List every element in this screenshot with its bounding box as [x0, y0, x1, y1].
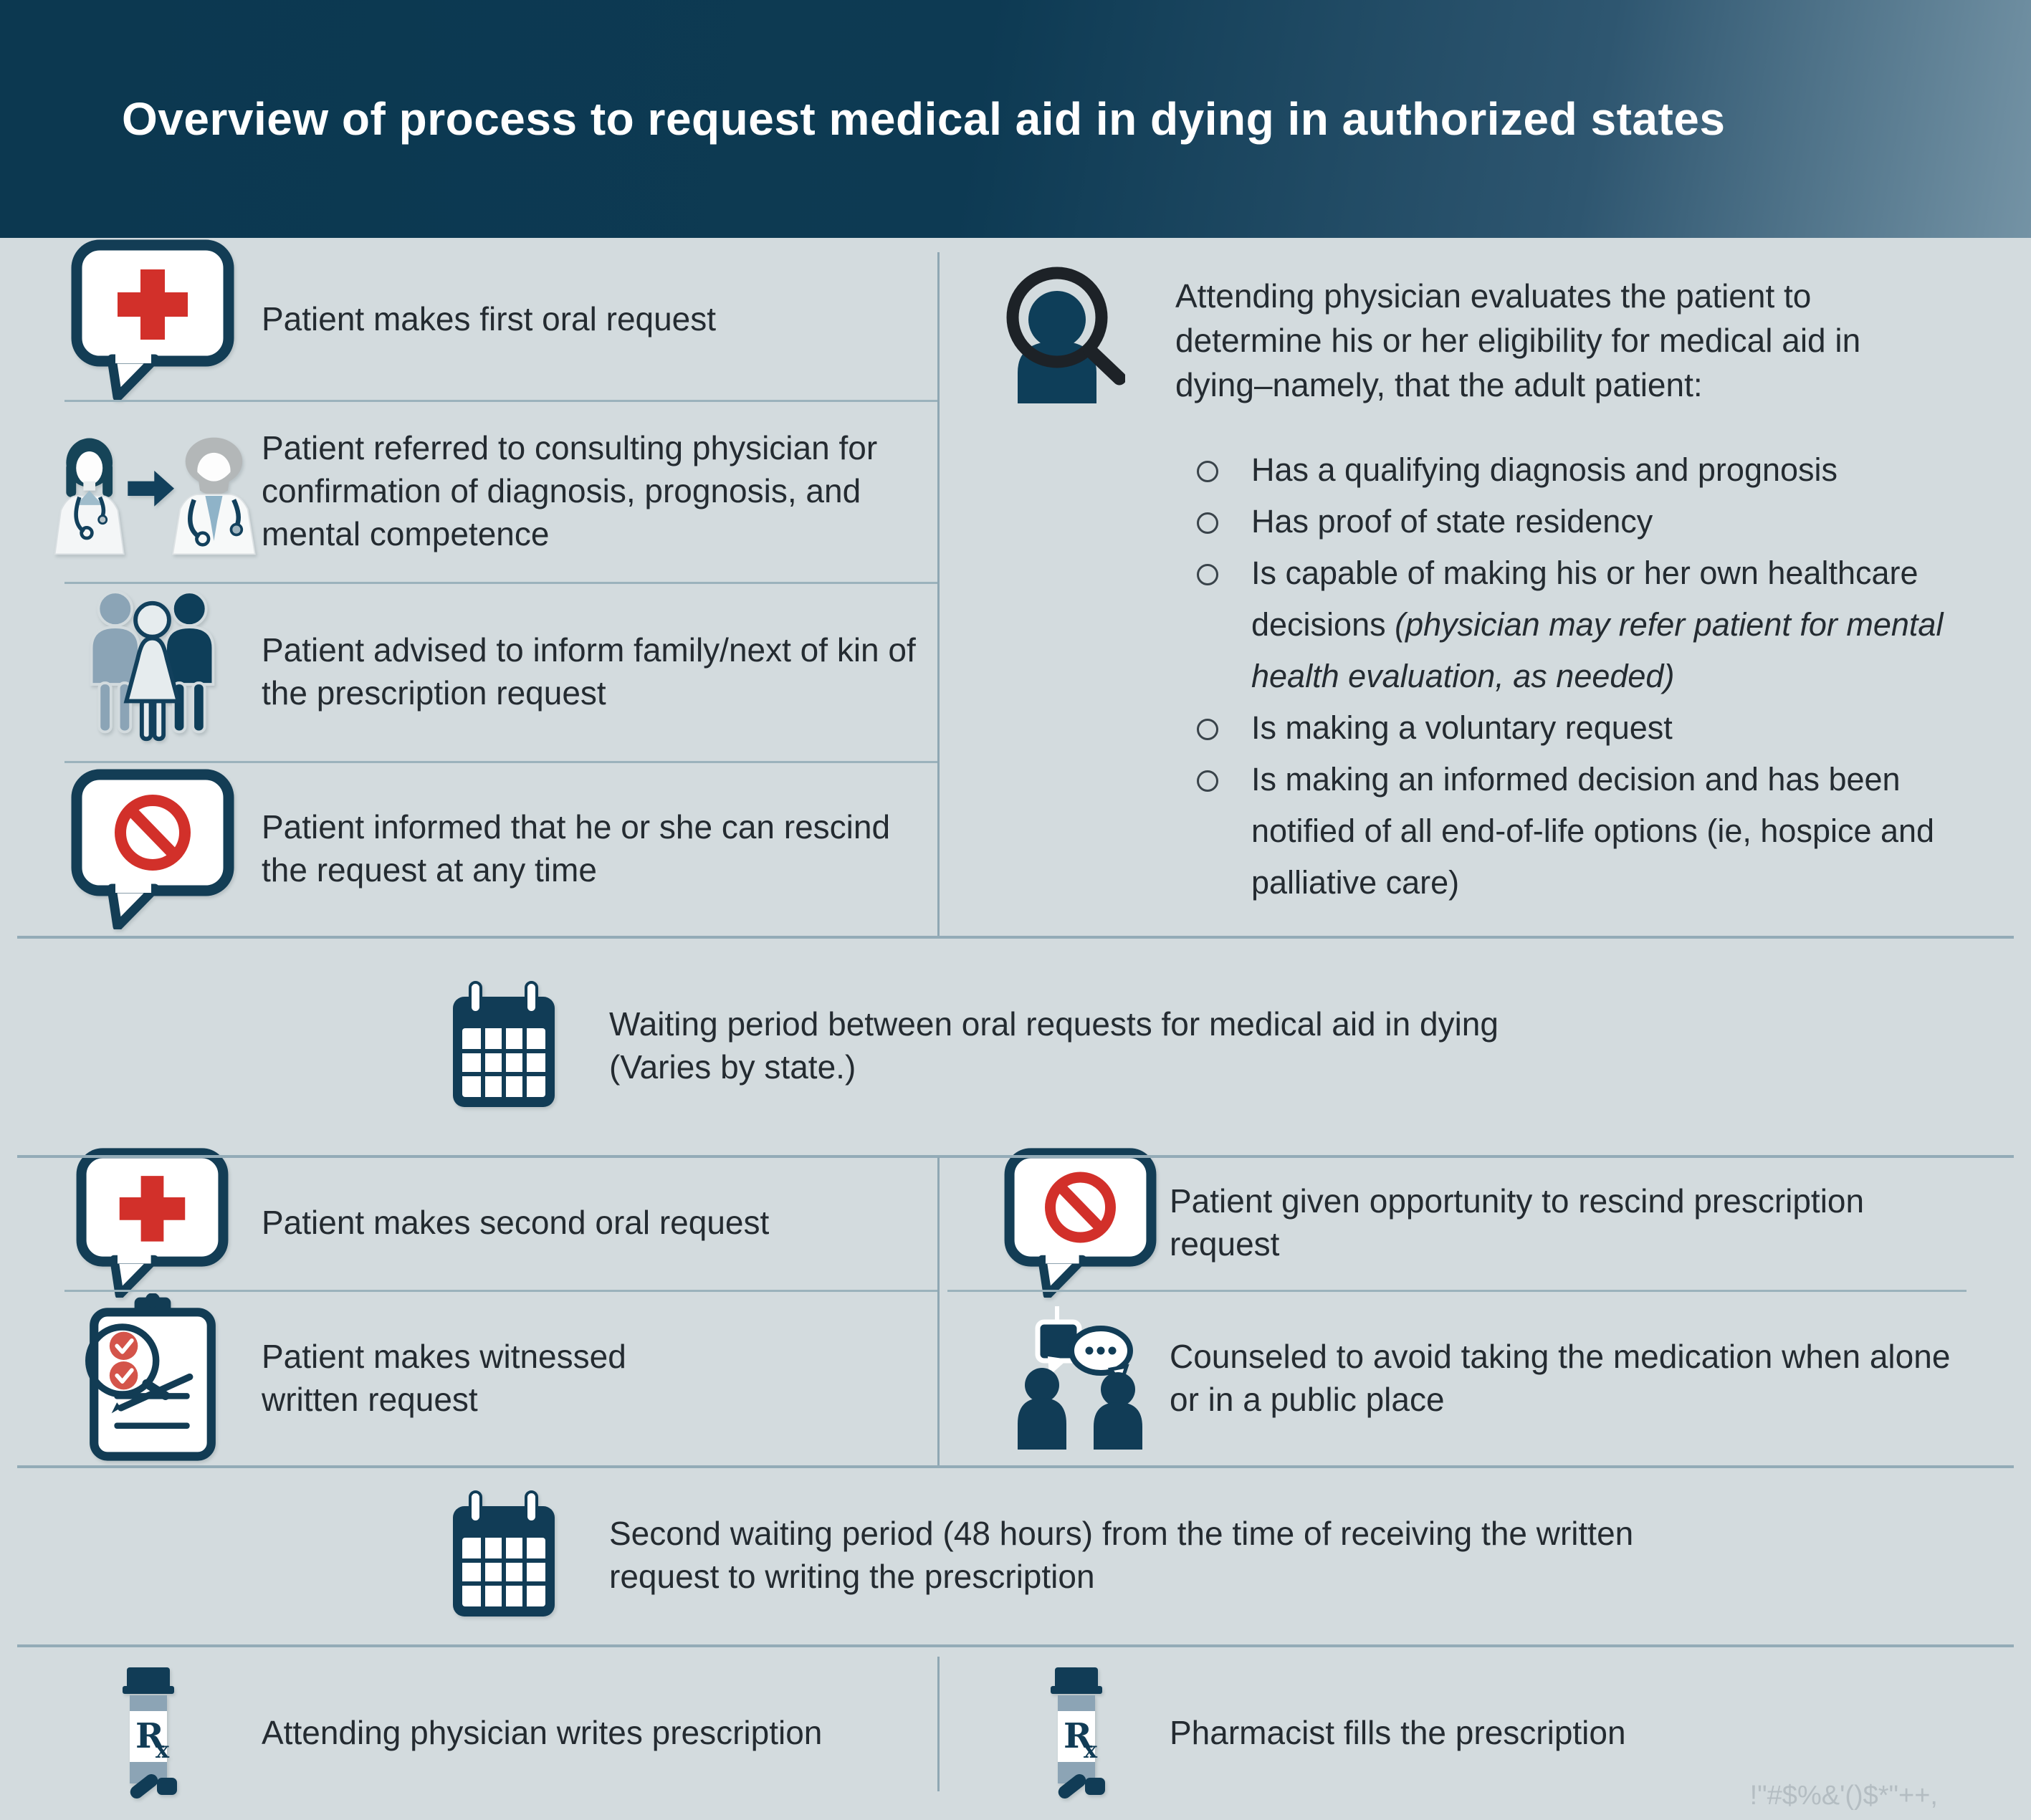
section-divider	[17, 1155, 2014, 1158]
family-icon	[90, 590, 215, 741]
waiting-period-band-1: Waiting period between oral requests for…	[398, 936, 1989, 1155]
physician-evaluation-block: Attending physician evaluates the patien…	[990, 264, 2008, 909]
calendar-icon	[450, 1490, 558, 1619]
step-label: Patient makes second oral request	[262, 1204, 770, 1241]
rx-bottle-icon	[1050, 1667, 1105, 1799]
speech-bubble-cross-icon	[75, 1147, 229, 1298]
row-divider	[64, 1290, 937, 1292]
eligibility-item: Has proof of state residency	[1197, 496, 2008, 547]
step-written-request: Patient makes witnessed written request	[43, 1290, 935, 1465]
speech-bubble-prohibition-icon	[70, 768, 235, 929]
step-label: Attending physician writes prescription	[262, 1713, 823, 1751]
section-divider	[17, 1465, 2014, 1468]
step-rescind-opportunity: Patient given opportunity to rescind pre…	[990, 1155, 1994, 1290]
doctor-referral-icon	[54, 437, 256, 555]
step-first-oral-request: Patient makes first oral request	[43, 238, 935, 400]
row-divider	[947, 1290, 1967, 1292]
step-inform-family: Patient advised to inform family/next of…	[43, 582, 935, 761]
step-label: Patient makes witnessed written request	[262, 1337, 626, 1418]
column-divider	[937, 1157, 940, 1465]
watermark-text: !"#$%&'()$*"++,	[1749, 1781, 1938, 1811]
eligibility-item: Has a qualifying diagnosis and prognosis	[1197, 444, 2008, 496]
row-divider	[64, 400, 937, 402]
column-divider	[937, 1657, 940, 1791]
step-label: Patient given opportunity to rescind pre…	[1170, 1182, 1865, 1263]
eligibility-item: Is making a voluntary request	[1197, 702, 2008, 754]
waiting-period-band-2: Second waiting period (48 hours) from th…	[398, 1465, 1989, 1644]
physician-evaluation-icon	[1006, 267, 1125, 403]
row-divider	[64, 761, 937, 763]
step-second-oral-request: Patient makes second oral request	[43, 1155, 935, 1290]
step-rescind-info: Patient informed that he or she can resc…	[43, 761, 935, 936]
step-label: Pharmacist fills the prescription	[1170, 1713, 1626, 1751]
eligibility-item: Is capable of making his or her own heal…	[1197, 547, 2008, 702]
circle-bullet-icon	[1197, 461, 1218, 482]
column-divider	[937, 252, 940, 936]
section-divider	[17, 936, 2014, 939]
step-label: Patient informed that he or she can resc…	[262, 808, 891, 889]
row-divider	[64, 582, 937, 584]
circle-bullet-icon	[1197, 719, 1218, 740]
step-physician-writes: Attending physician writes prescription	[43, 1644, 935, 1820]
step-label: Counseled to avoid taking the medication…	[1170, 1337, 1951, 1418]
calendar-icon	[450, 981, 558, 1110]
clipboard-checklist-icon	[85, 1293, 216, 1461]
eligibility-list: Has a qualifying diagnosis and prognosis…	[1175, 444, 2008, 909]
section-divider	[17, 1644, 2014, 1647]
page-title: Overview of process to request medical a…	[122, 93, 1726, 145]
step-label: Patient advised to inform family/next of…	[262, 631, 916, 712]
speech-bubble-cross-icon	[70, 239, 235, 400]
step-label: Patient referred to consulting physician…	[262, 429, 878, 552]
eligibility-item: Is making an informed decision and has b…	[1197, 754, 2008, 909]
circle-bullet-icon	[1197, 770, 1218, 792]
step-referral: Patient referred to consulting physician…	[43, 400, 935, 582]
step-label: Patient makes first oral request	[262, 300, 717, 337]
header-banner: Overview of process to request medical a…	[0, 0, 2031, 238]
step-pharmacist-fills: Pharmacist fills the prescription	[990, 1644, 1994, 1820]
circle-bullet-icon	[1197, 564, 1218, 585]
circle-bullet-icon	[1197, 512, 1218, 534]
counseling-icon	[1018, 1306, 1142, 1450]
waiting-period-label: Waiting period between oral requests for…	[609, 1005, 1499, 1086]
speech-bubble-prohibition-icon	[1003, 1147, 1157, 1298]
evaluation-intro: Attending physician evaluates the patien…	[1175, 277, 1861, 403]
rx-bottle-icon	[123, 1667, 177, 1799]
waiting-period-label: Second waiting period (48 hours) from th…	[609, 1515, 1634, 1595]
step-counseled: Counseled to avoid taking the medication…	[990, 1290, 1994, 1465]
